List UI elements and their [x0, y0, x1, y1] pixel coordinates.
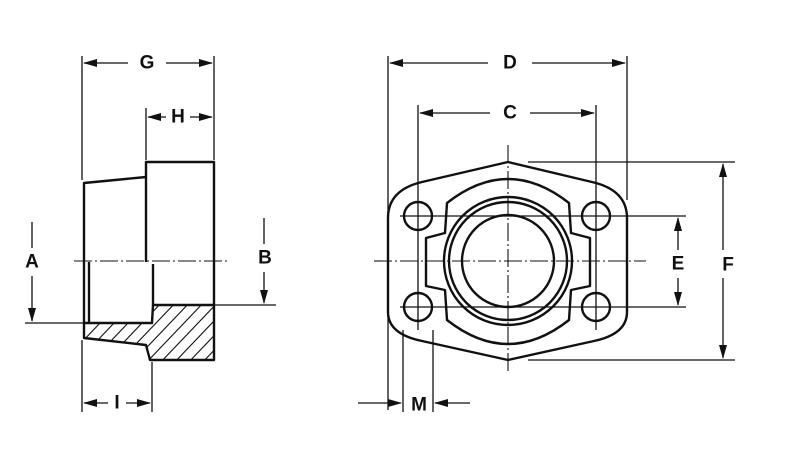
hatch-line [242, 300, 304, 365]
hatch-line [270, 300, 332, 365]
section-top-line [84, 303, 214, 325]
section-hatching [84, 300, 332, 365]
hatch-line [129, 305, 193, 360]
hatch-line [143, 305, 207, 360]
side-outline [82, 160, 216, 362]
dim-label-c: C [503, 103, 517, 124]
dim-label-h: H [171, 107, 185, 128]
dim-label-i: I [114, 393, 119, 414]
hatch-line [115, 305, 179, 360]
dim-label-d: D [503, 53, 517, 74]
hatch-line [185, 305, 214, 360]
flange-boss [424, 177, 592, 346]
hatch-line [256, 300, 318, 365]
side-view: G H A B I [25, 53, 332, 414]
hatch-line [213, 305, 214, 360]
hatch-line [228, 300, 290, 365]
dim-label-m: M [411, 395, 427, 416]
hatch-line [171, 305, 214, 360]
hatch-line [87, 305, 151, 360]
hatch-line [84, 305, 123, 360]
hatch-line [101, 305, 165, 360]
dim-label-e: E [672, 254, 685, 275]
dim-label-g: G [140, 53, 155, 74]
hatch-line [157, 305, 214, 360]
hatch-line [199, 305, 214, 360]
front-view: D C E F M [358, 53, 735, 416]
dim-label-f: F [722, 255, 734, 276]
dim-label-b: B [258, 248, 272, 269]
dim-label-a: A [25, 252, 39, 273]
